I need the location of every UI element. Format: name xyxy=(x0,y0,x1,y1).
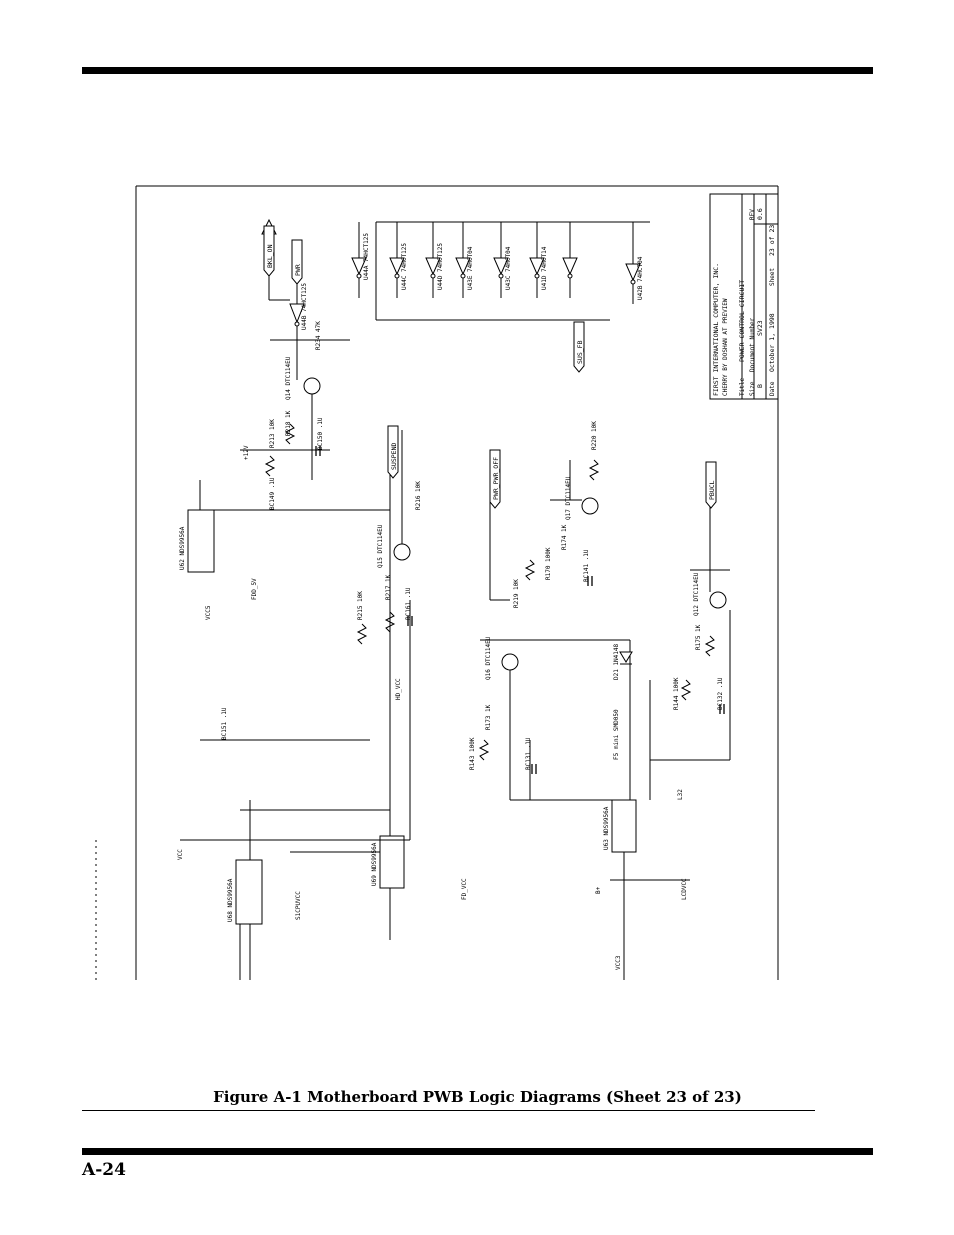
sheet-border xyxy=(95,185,779,980)
passive-label: BC161 .1U xyxy=(405,587,412,620)
inverter-row xyxy=(351,221,650,321)
transistor-label: Q12 DTC114EU xyxy=(693,572,700,616)
docnum-value: SV23 xyxy=(756,320,764,336)
gate-label: U44D 74HCT125 xyxy=(437,243,444,290)
signal-labels: BKL_ON PWR SUSPEND PWR_PWR_OFF SUS_FB PB… xyxy=(266,244,716,500)
caption-rule xyxy=(82,1110,815,1111)
passive-label: R143 100K xyxy=(469,737,476,770)
rev-value: 0.6 xyxy=(756,208,764,220)
net-labels: VCC5 +12V VCC FDD_5V FD_VCC HD_VCC LCDVC… xyxy=(177,445,688,970)
title-checked: CHERRY BY DOSHAN AT PREVIEW xyxy=(722,298,729,396)
passive-label: R218 1K xyxy=(285,410,292,436)
passive-symbols xyxy=(264,423,725,774)
schematic-diagram: FIRST INTERNATIONAL COMPUTER, INC. CHERR… xyxy=(95,185,779,980)
signal-suspend: SUSPEND xyxy=(390,443,398,470)
net-vcc3: VCC3 xyxy=(615,955,622,970)
signal-sus-fb: SUS_FB xyxy=(576,340,584,364)
passive-labels: R213 10K R218 1K R234 47K BC150 .1U BC14… xyxy=(221,321,724,800)
mosfet-label: U62 NDS9956A xyxy=(179,526,186,570)
passive-label: BC151 .1U xyxy=(221,707,228,740)
passive-label: BC149 .1U xyxy=(269,477,276,510)
signal-pwr-pwr-off: PWR_PWR_OFF xyxy=(492,457,500,500)
rev-label: REV xyxy=(749,209,756,220)
size-label: Size xyxy=(749,381,756,396)
passive-label: D21 1N4148 xyxy=(613,643,620,680)
title-text: POWER CONTROL CIRCUIT xyxy=(738,280,746,362)
net-s1cpuvcc: S1CPUVCC xyxy=(295,891,302,920)
mosfet-packages xyxy=(187,509,637,925)
signal-pwr: PWR xyxy=(294,264,302,276)
net-12v: +12V xyxy=(243,445,250,460)
passive-label: L32 xyxy=(677,789,684,800)
passive-label: BC150 .1U xyxy=(317,417,324,450)
passive-label: R215 10K xyxy=(357,591,364,620)
figure-caption: Figure A-1 Motherboard PWB Logic Diagram… xyxy=(213,1088,742,1106)
transistor-label: Q17 DTC114EU xyxy=(565,476,572,520)
component-labels: U44A 74HCT125 U44C 74HCT125 U44D 74HCT12… xyxy=(179,233,700,922)
passive-label: F5 mini SMD050 xyxy=(613,709,620,760)
sheet-label: Sheet xyxy=(769,268,776,286)
passive-label: R217 1K xyxy=(385,574,392,600)
gate-label: U43E 74HCT04 xyxy=(467,246,474,290)
title-company: FIRST INTERNATIONAL COMPUTER, INC. xyxy=(712,263,720,396)
net-b-plus: B+ xyxy=(595,886,602,894)
passive-label: R170 100K xyxy=(545,547,552,580)
gate-label: U43C 74HCT04 xyxy=(505,246,512,290)
passive-label: R174 1K xyxy=(561,524,568,550)
signal-flags xyxy=(263,225,717,509)
mosfet-label: U69 NDS9956A xyxy=(371,842,378,886)
date-label: Date xyxy=(769,381,776,396)
signal-pbucl: PBUCL xyxy=(708,480,716,500)
passive-label: BC131 .1U xyxy=(525,737,532,770)
passive-label: R173 1K xyxy=(485,704,492,730)
gate-label: U42B 74HCT04 xyxy=(637,256,644,300)
sheet-value: 23 of 23 xyxy=(768,225,776,256)
net-vcc5: VCC5 xyxy=(205,605,212,620)
passive-label: R216 10K xyxy=(415,481,422,510)
wiring xyxy=(180,430,731,980)
transistor-label: Q15 DTC114EU xyxy=(377,524,384,568)
mosfet-label: U68 NDS9956A xyxy=(227,878,234,922)
net-fdd-5v: FDD_5V xyxy=(251,578,258,600)
net-hd-vcc: HD_VCC xyxy=(395,678,402,700)
date-value: October 1, 1998 xyxy=(768,313,776,372)
passive-label: BC132 .1U xyxy=(717,677,724,710)
size-value: B xyxy=(756,384,764,388)
mosfet-label: U63 NDS9956A xyxy=(603,806,610,850)
gate-label: U44B 74HCT125 xyxy=(301,283,308,330)
gate-label: U44C 74HCT125 xyxy=(401,243,408,290)
title-label: Title xyxy=(739,378,746,396)
bottom-rule xyxy=(82,1148,873,1155)
signal-bkl-on: BKL_ON xyxy=(266,244,274,268)
page-number: A-24 xyxy=(82,1160,126,1180)
passive-label: BC141 .1U xyxy=(583,549,590,582)
title-block: FIRST INTERNATIONAL COMPUTER, INC. CHERR… xyxy=(709,193,779,400)
passive-label: R213 10K xyxy=(269,419,276,448)
passive-label: R234 47K xyxy=(315,321,322,350)
net-fd-vcc: FD_VCC xyxy=(461,878,468,900)
net-lcdvcc: LCDVCC xyxy=(681,878,688,900)
passive-label: R219 10K xyxy=(513,579,520,608)
passive-label: R175 1K xyxy=(695,624,702,650)
transistor-label: Q16 DTC114EU xyxy=(485,636,492,680)
transistors xyxy=(303,377,727,671)
transistor-label: Q14 DTC114EU xyxy=(285,356,292,400)
net-vcc: VCC xyxy=(177,849,184,860)
gate-label: U44A 74HCT125 xyxy=(363,233,370,280)
passive-label: R220 10K xyxy=(591,421,598,450)
top-rule xyxy=(82,67,873,74)
docnum-label: Document Number xyxy=(749,317,756,372)
passive-label: R144 100K xyxy=(673,677,680,710)
gate-label: U41D 74HCT14 xyxy=(541,246,548,290)
